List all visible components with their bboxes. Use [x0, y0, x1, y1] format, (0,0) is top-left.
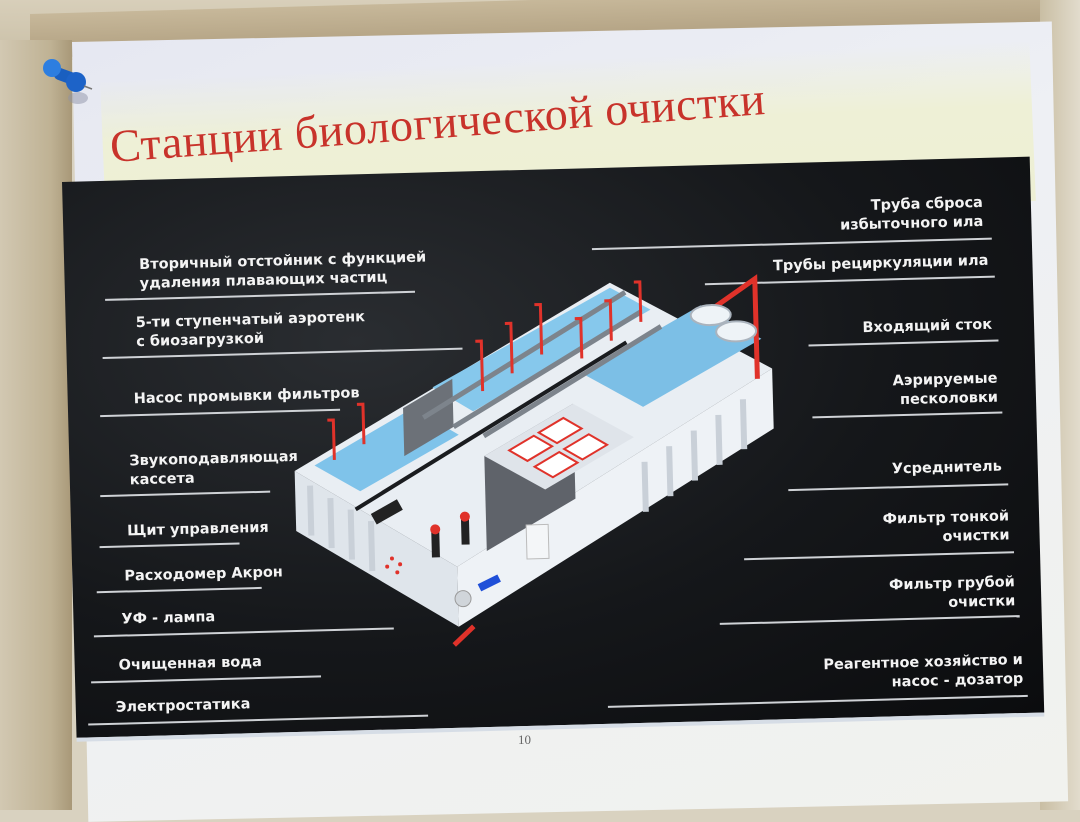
- page-number: 10: [518, 732, 531, 747]
- label-incoming-flow: Входящий сток: [862, 316, 993, 337]
- label-electrostatics: Электростатика: [115, 696, 251, 716]
- treatment-station-illustration: [294, 274, 774, 647]
- label-equalizer: Усреднитель: [891, 458, 1002, 478]
- label-treated-water: Очищенная вода: [118, 653, 262, 674]
- label-control-panel: Щит управления: [126, 519, 269, 540]
- label-uv-lamp: УФ - лампа: [121, 609, 216, 628]
- pushpin-icon: [43, 59, 93, 104]
- frame-left-rail: [0, 40, 72, 810]
